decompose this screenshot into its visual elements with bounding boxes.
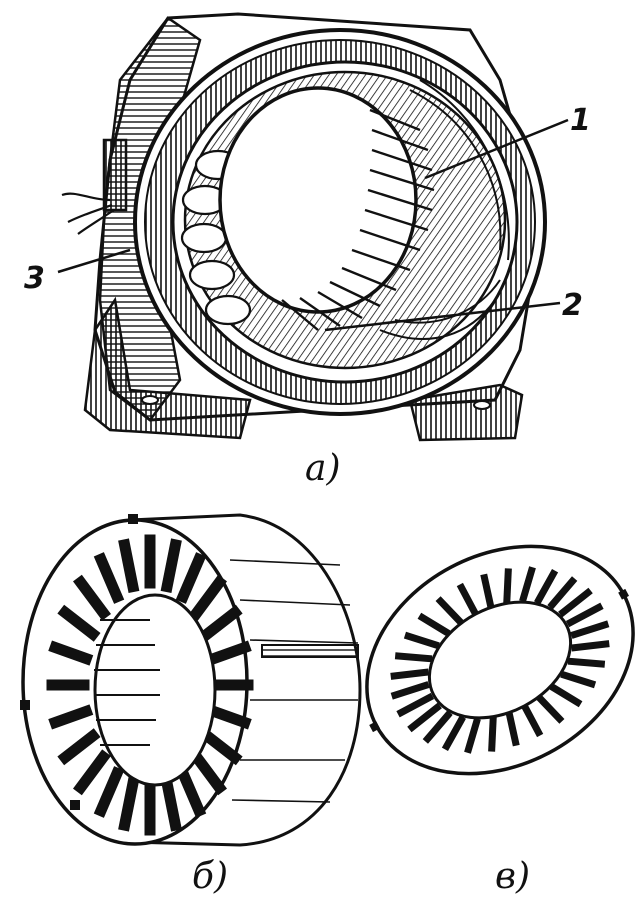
slot: [396, 692, 435, 718]
slot: [407, 702, 442, 733]
slot: [480, 573, 495, 608]
callout-line-3: [57, 248, 131, 274]
outer-notch-bottom: [70, 800, 80, 810]
lead-wires: [61, 192, 115, 235]
slot: [394, 652, 433, 663]
panel-v-caption: в): [495, 856, 530, 897]
bore-slot-teeth: [281, 108, 435, 331]
slot: [547, 576, 578, 610]
slot: [73, 574, 111, 621]
slot: [390, 668, 429, 680]
slot: [536, 694, 565, 724]
slot: [417, 612, 451, 637]
slot: [456, 582, 479, 616]
slot: [160, 777, 182, 832]
slot: [199, 728, 243, 766]
slot: [549, 683, 583, 708]
slot: [48, 640, 94, 666]
slot: [422, 710, 453, 744]
slot: [57, 728, 101, 766]
slot: [521, 704, 544, 738]
slot: [189, 749, 227, 796]
lamination-bore: [427, 600, 573, 720]
callout-number-2: 2: [562, 288, 583, 323]
slot: [503, 568, 512, 603]
slot: [73, 749, 111, 796]
lamination-slots: [390, 566, 610, 754]
terminal-box: [102, 138, 128, 212]
slot: [435, 596, 464, 626]
callout-number-3: 3: [24, 261, 45, 296]
slot: [93, 766, 125, 818]
slot: [390, 681, 430, 700]
slot: [175, 766, 207, 818]
slot: [558, 587, 593, 618]
slot: [93, 552, 125, 604]
stator-bore: [218, 86, 418, 314]
slot: [403, 631, 440, 650]
callout-number-1: 1: [570, 103, 591, 138]
panel-b-core-pack: б): [20, 513, 362, 897]
lamination-notch-left: [369, 721, 381, 733]
slot: [118, 777, 140, 832]
slot: [57, 604, 101, 642]
frame-foot-left: [83, 296, 252, 440]
slot: [534, 568, 559, 605]
slot: [206, 640, 252, 666]
slot: [189, 574, 227, 621]
slot: [571, 640, 610, 652]
panel-v-lamination-sheet: в): [365, 544, 635, 897]
mounting-hole-right: [473, 400, 491, 410]
core-pack-side-lines: [229, 559, 359, 803]
lamination-notch-right: [618, 588, 630, 600]
slot: [206, 704, 252, 730]
slot: [441, 715, 466, 752]
panel-a-stator-assembly: 1 2 3 а): [24, 12, 591, 489]
outer-notch-top: [128, 514, 138, 524]
slot: [118, 538, 140, 593]
slot: [567, 657, 606, 668]
slot: [565, 602, 604, 628]
core-pack-slots: [46, 534, 254, 836]
core-pack-groove: [261, 644, 359, 658]
slot: [488, 717, 497, 752]
core-pack-bore-laminations: [94, 619, 160, 746]
slot: [199, 604, 243, 642]
panel-b-caption: б): [192, 856, 228, 897]
slot: [519, 566, 536, 603]
mounting-hole-left: [141, 395, 159, 405]
slot: [505, 712, 520, 747]
slot: [464, 717, 481, 754]
panel-a-caption: а): [305, 448, 341, 489]
slot: [48, 704, 94, 730]
frame-foot-right: [408, 383, 524, 442]
callout-line-2: [324, 301, 561, 332]
core-pack-bore: [93, 593, 217, 787]
outer-notch-left: [20, 700, 30, 710]
slot: [175, 552, 207, 604]
slot: [560, 670, 597, 689]
slot: [570, 620, 610, 639]
callout-line-1: [424, 118, 569, 180]
slot: [160, 538, 182, 593]
